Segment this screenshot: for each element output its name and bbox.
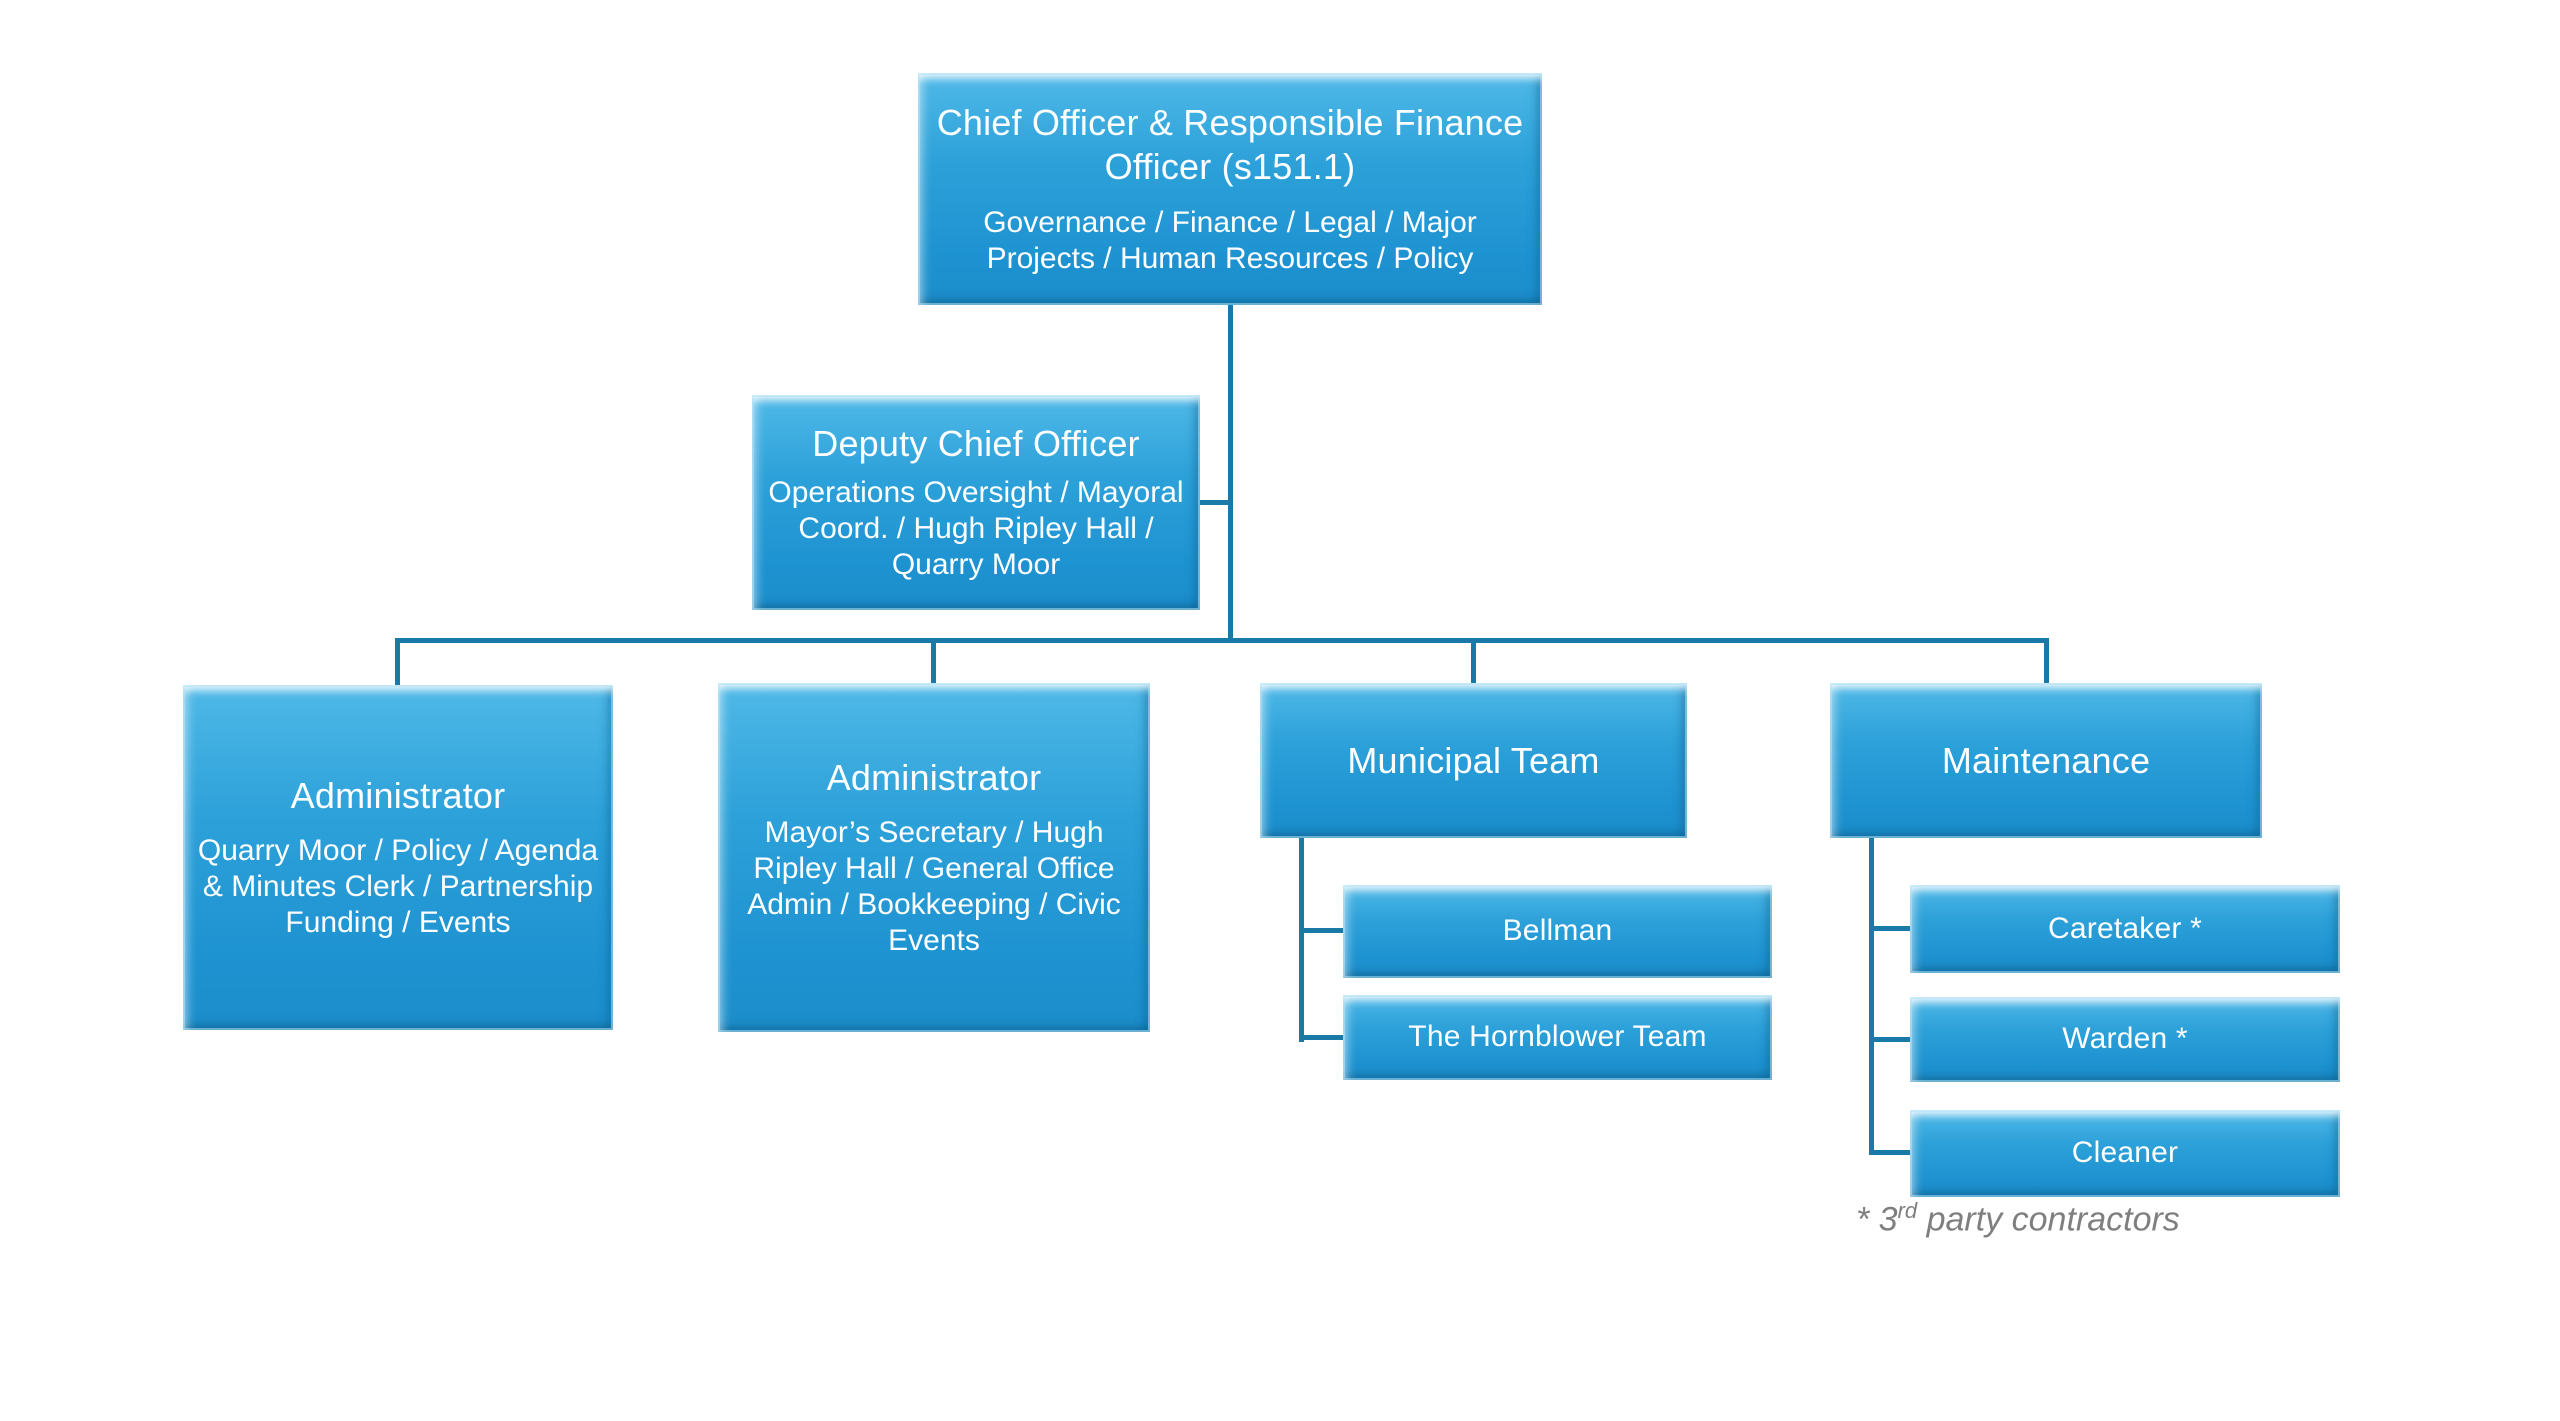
- org-node-administrator-2: Administrator Mayor’s Secretary / Hugh R…: [718, 683, 1150, 1032]
- org-node-caretaker: Caretaker *: [1910, 885, 2340, 973]
- connector-chief-feed: [1228, 305, 1233, 643]
- org-node-cleaner: Cleaner: [1910, 1110, 2340, 1197]
- node-title: Bellman: [1502, 914, 1613, 948]
- org-node-deputy-chief-officer: Deputy Chief Officer Operations Oversigh…: [752, 395, 1200, 610]
- node-title: Administrator: [290, 774, 506, 816]
- org-node-bellman: Bellman: [1343, 885, 1772, 978]
- org-node-administrator-1: Administrator Quarry Moor / Policy / Age…: [183, 685, 613, 1030]
- connector-drop-admin2: [931, 638, 936, 683]
- node-subtitle: Operations Oversight / Mayoral Coord. / …: [768, 476, 1184, 582]
- node-title: Administrator: [826, 756, 1042, 798]
- footnote-ordinal-superscript: rd: [1897, 1198, 1918, 1223]
- footnote-suffix: party contractors: [1917, 1200, 2180, 1239]
- node-title: Cleaner: [2071, 1136, 2179, 1170]
- connector-bellman-stub: [1299, 928, 1343, 933]
- connector-distribution-line: [395, 638, 2049, 643]
- connector-caretaker-stub: [1869, 926, 1910, 931]
- org-node-maintenance: Maintenance: [1830, 683, 2262, 838]
- node-subtitle: Governance / Finance / Legal / Major Pro…: [983, 205, 1477, 275]
- node-subtitle: Quarry Moor / Policy / Agenda & Minutes …: [197, 834, 599, 940]
- node-title: The Hornblower Team: [1408, 1020, 1707, 1054]
- org-node-warden: Warden *: [1910, 997, 2340, 1082]
- node-title: Warden *: [2062, 1022, 2188, 1056]
- connector-drop-admin1: [395, 638, 400, 685]
- node-title: Maintenance: [1941, 739, 2151, 781]
- node-title: Deputy Chief Officer: [812, 422, 1140, 464]
- connector-cleaner-stub: [1869, 1150, 1910, 1155]
- node-title: Municipal Team: [1347, 739, 1600, 781]
- node-subtitle: Mayor’s Secretary / Hugh Ripley Hall / G…: [747, 816, 1121, 958]
- connector-deputy-stub: [1200, 500, 1233, 505]
- connector-maintenance-spine: [1869, 838, 1874, 1155]
- connector-hornblower-stub: [1299, 1035, 1343, 1040]
- node-title: Chief Officer & Responsible Finance Offi…: [936, 102, 1524, 187]
- org-node-municipal-team: Municipal Team: [1260, 683, 1687, 838]
- connector-drop-maintenance: [2044, 638, 2049, 683]
- connector-drop-municipal: [1471, 638, 1476, 683]
- connector-municipal-spine: [1299, 838, 1304, 1042]
- connector-warden-stub: [1869, 1037, 1910, 1042]
- third-party-contractors-footnote: * 3rd party contractors: [1856, 1198, 2180, 1239]
- org-node-chief-officer: Chief Officer & Responsible Finance Offi…: [918, 73, 1542, 305]
- org-node-hornblower-team: The Hornblower Team: [1343, 995, 1772, 1080]
- node-title: Caretaker *: [2048, 911, 2202, 945]
- footnote-prefix: * 3: [1856, 1200, 1898, 1239]
